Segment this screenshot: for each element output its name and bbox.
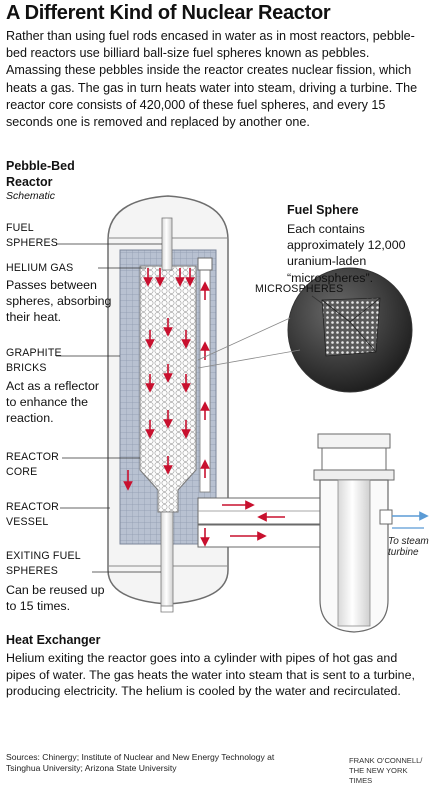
heat-exchanger-desc: Helium exiting the reactor goes into a c… [6, 651, 415, 699]
fuel-sphere-cutaway [287, 267, 413, 393]
heat-exchanger [313, 433, 429, 633]
sources-note: Sources: Chinergy; Institute of Nuclear … [6, 752, 275, 773]
reactor-subtitle: Schematic [6, 190, 56, 202]
fuel-exit-pipe [160, 511, 174, 607]
label-helium-gas: HELIUM GAS [6, 262, 74, 274]
intro-paragraph: Rather than using fuel rods encased in w… [6, 29, 418, 130]
label-graphite-bricks: GRAPHITE BRICKS [6, 347, 62, 374]
reactor-core [139, 265, 197, 513]
reactor-title: Pebble-Bed Reactor [6, 159, 75, 189]
page-title: A Different Kind of Nuclear Reactor [6, 2, 331, 24]
label-fuel-spheres: FUEL SPHERES [6, 222, 59, 249]
desc-graphite-bricks: Act as a reflector to enhance the reacti… [6, 379, 99, 425]
desc-helium-gas: Passes between spheres, absorbing their … [6, 278, 112, 324]
label-reactor-core: REACTOR CORE [6, 451, 60, 478]
helium-flow-arrows [123, 268, 210, 491]
hot-gas-duct [197, 497, 323, 548]
heat-exchanger-title: Heat Exchanger [6, 633, 101, 647]
label-exiting-fuel-spheres: EXITING FUEL SPHERES [6, 550, 81, 577]
label-reactor-vessel: REACTOR VESSEL [6, 501, 60, 528]
fuel-sphere-title: Fuel Sphere [287, 203, 359, 217]
fuel-inlet-pipe [161, 217, 173, 271]
credit-line: FRANK O’CONNELL/ THE NEW YORK TIMES [349, 756, 423, 785]
fuel-sphere-desc: Each contains approximately 12,000 urani… [287, 222, 406, 285]
desc-exiting-fuel-spheres: Can be reused up to 15 times. [6, 583, 105, 613]
label-to-steam-turbine: To steam turbine [388, 536, 429, 558]
label-microspheres: MICROSPHERES [255, 283, 344, 295]
